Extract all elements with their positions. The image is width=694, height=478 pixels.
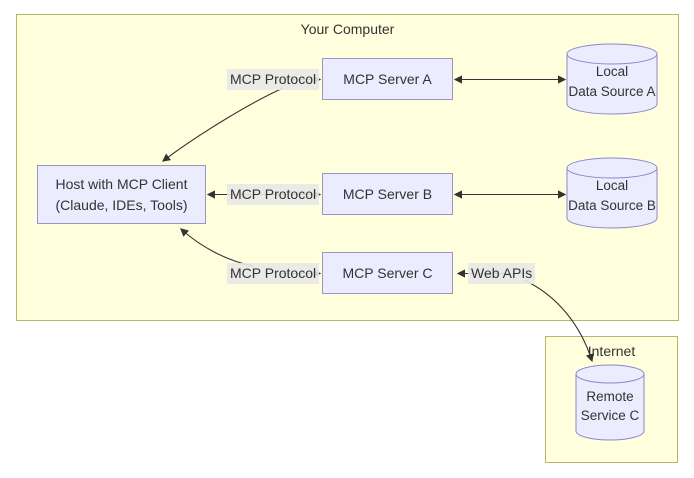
edge-host-to-server-a-curve [162, 87, 284, 162]
internet-cluster: Internet [545, 336, 678, 463]
remote-service-c-cylinder [575, 364, 645, 441]
host-node-line2: (Claude, IDEs, Tools) [55, 196, 188, 213]
internet-title: Internet [587, 343, 636, 359]
host-node-line1: Host with MCP Client [55, 175, 188, 192]
local-data-source-a-label: Local Data Source A [568, 64, 656, 99]
mcp-server-a-node: MCP Server A [322, 58, 453, 100]
mcp-server-b-node: MCP Server B [322, 173, 453, 215]
mcp-server-a-label: MCP Server A [343, 70, 432, 87]
local-data-source-b-label: Local Data Source B [568, 178, 656, 213]
mcp-protocol-label-c: MCP Protocol [227, 263, 320, 284]
local-data-source-b-cylinder [566, 157, 658, 229]
edge-web-apis-to-remote-service-curve [523, 279, 594, 363]
edge-label-c-to-host-curve [180, 228, 254, 267]
host-node: Host with MCP Client (Claude, IDEs, Tool… [37, 165, 206, 224]
your-computer-title: Your Computer [300, 21, 395, 37]
mcp-server-b-label: MCP Server B [342, 185, 433, 202]
mcp-protocol-label-b: MCP Protocol [227, 184, 320, 205]
web-apis-label: Web APIs [468, 263, 536, 284]
mcp-server-c-label: MCP Server C [342, 264, 433, 281]
mcp-protocol-label-a: MCP Protocol [227, 69, 320, 90]
remote-service-c-label: Remote Service C [580, 389, 640, 423]
local-data-source-a-cylinder [566, 43, 658, 115]
mcp-server-c-node: MCP Server C [322, 252, 453, 294]
